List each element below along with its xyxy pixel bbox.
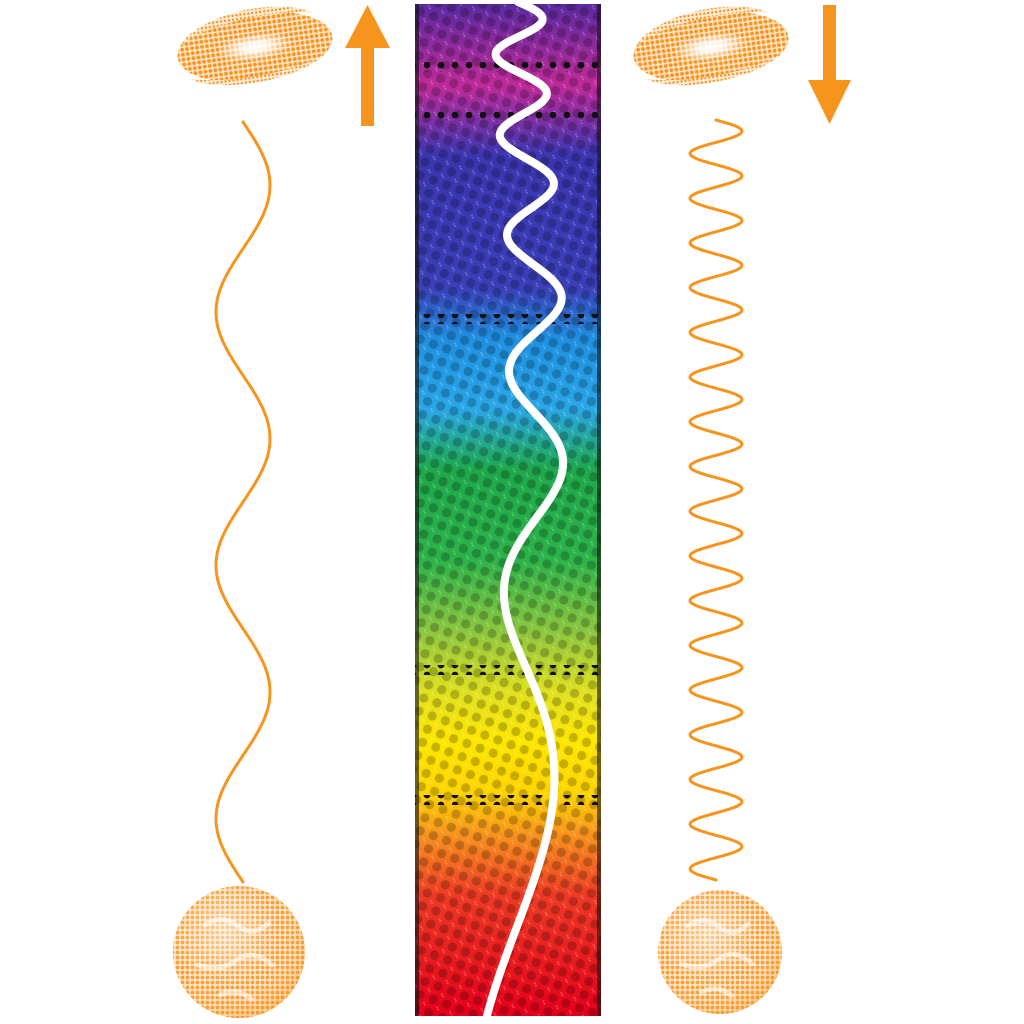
redshifted-wave-icon bbox=[214, 120, 272, 884]
spiral-galaxy-icon bbox=[633, 6, 789, 86]
color-spectrum-strip bbox=[415, 4, 601, 1016]
planet-icon bbox=[658, 890, 782, 1014]
left-panel bbox=[173, 5, 390, 1018]
planet-icon bbox=[173, 886, 305, 1018]
arrow-down-icon bbox=[808, 5, 851, 124]
arrow-up-icon bbox=[345, 5, 390, 126]
light-wave-icon bbox=[482, 4, 568, 1016]
spiral-galaxy-icon bbox=[177, 6, 333, 86]
blueshifted-wave-icon bbox=[688, 118, 744, 882]
right-panel bbox=[633, 5, 851, 1014]
